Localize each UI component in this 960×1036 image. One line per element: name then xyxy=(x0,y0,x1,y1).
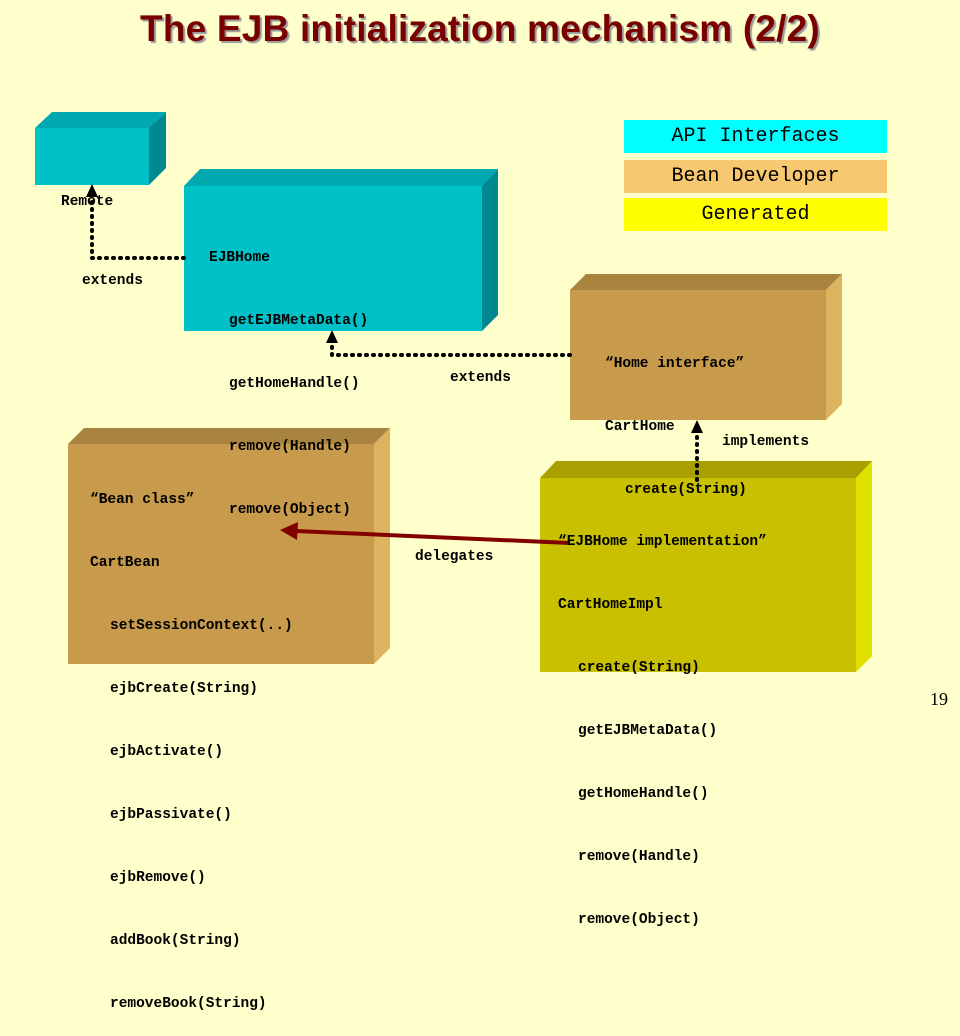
bean-class-stereotype: “Bean class” xyxy=(90,492,195,508)
home-interface-stereotype: “Home interface” xyxy=(605,356,745,372)
bean-class-method: ejbRemove() xyxy=(110,870,206,886)
remote-label: Remote xyxy=(61,194,114,210)
ejbhome-title: EJBHome xyxy=(209,250,270,266)
extends-label-remote: extends xyxy=(82,273,143,289)
home-impl-box-text: “EJBHome implementation” CartHomeImpl cr… xyxy=(558,490,767,952)
diagram-canvas xyxy=(35,112,872,672)
home-impl-method: remove(Object) xyxy=(578,912,700,928)
home-impl-box xyxy=(540,461,872,672)
extends-arrow-remote xyxy=(86,184,186,260)
bean-class-method: removeBook(String) xyxy=(110,996,267,1012)
bean-class-method: ejbActivate() xyxy=(110,744,224,760)
ejbhome-method: remove(Object) xyxy=(229,502,351,518)
home-impl-title: CartHomeImpl xyxy=(558,597,663,613)
remote-box xyxy=(35,112,166,185)
extends-arrow-ejbhome xyxy=(326,330,572,357)
legend-generated: Generated xyxy=(624,198,887,231)
bean-class-title: CartBean xyxy=(90,555,160,571)
home-interface-box-text: “Home interface” CartHome create(String) xyxy=(605,312,747,522)
bean-class-box-text: “Bean class” CartBean setSessionContext(… xyxy=(90,448,293,1036)
ejbhome-method: getHomeHandle() xyxy=(229,376,360,392)
page-title: The EJB initialization mechanism (2/2) xyxy=(140,8,820,49)
legend-bean-developer: Bean Developer xyxy=(624,160,887,193)
bean-class-box xyxy=(68,428,390,664)
home-impl-method: getEJBMetaData() xyxy=(578,723,718,739)
delegates-label: delegates xyxy=(415,549,494,565)
home-interface-title: CartHome xyxy=(605,419,675,435)
ejbhome-box xyxy=(184,169,498,331)
home-impl-method: getHomeHandle() xyxy=(578,786,709,802)
bean-class-method: addBook(String) xyxy=(110,933,241,949)
extends-label-ejbhome: extends xyxy=(450,370,511,386)
remote-box-text: Remote xyxy=(61,150,113,234)
ejbhome-method: remove(Handle) xyxy=(229,439,351,455)
home-interface-method: create(String) xyxy=(625,482,747,498)
home-impl-method: remove(Handle) xyxy=(578,849,700,865)
bean-class-method: ejbPassivate() xyxy=(110,807,232,823)
delegates-arrow xyxy=(280,522,571,545)
bean-class-method: ejbCreate(String) xyxy=(110,681,258,697)
bean-class-method: setSessionContext(..) xyxy=(110,618,293,634)
implements-label: implements xyxy=(722,434,810,450)
home-impl-stereotype: “EJBHome implementation” xyxy=(558,534,767,550)
home-impl-method: create(String) xyxy=(578,660,700,676)
legend-api-interfaces: API Interfaces xyxy=(624,120,887,153)
home-interface-box xyxy=(570,274,842,420)
ejbhome-box-text: EJBHome getEJBMetaData() getHomeHandle()… xyxy=(209,206,368,542)
page-number: 19 xyxy=(930,689,948,709)
ejbhome-method: getEJBMetaData() xyxy=(229,313,369,329)
implements-arrow xyxy=(691,420,703,482)
